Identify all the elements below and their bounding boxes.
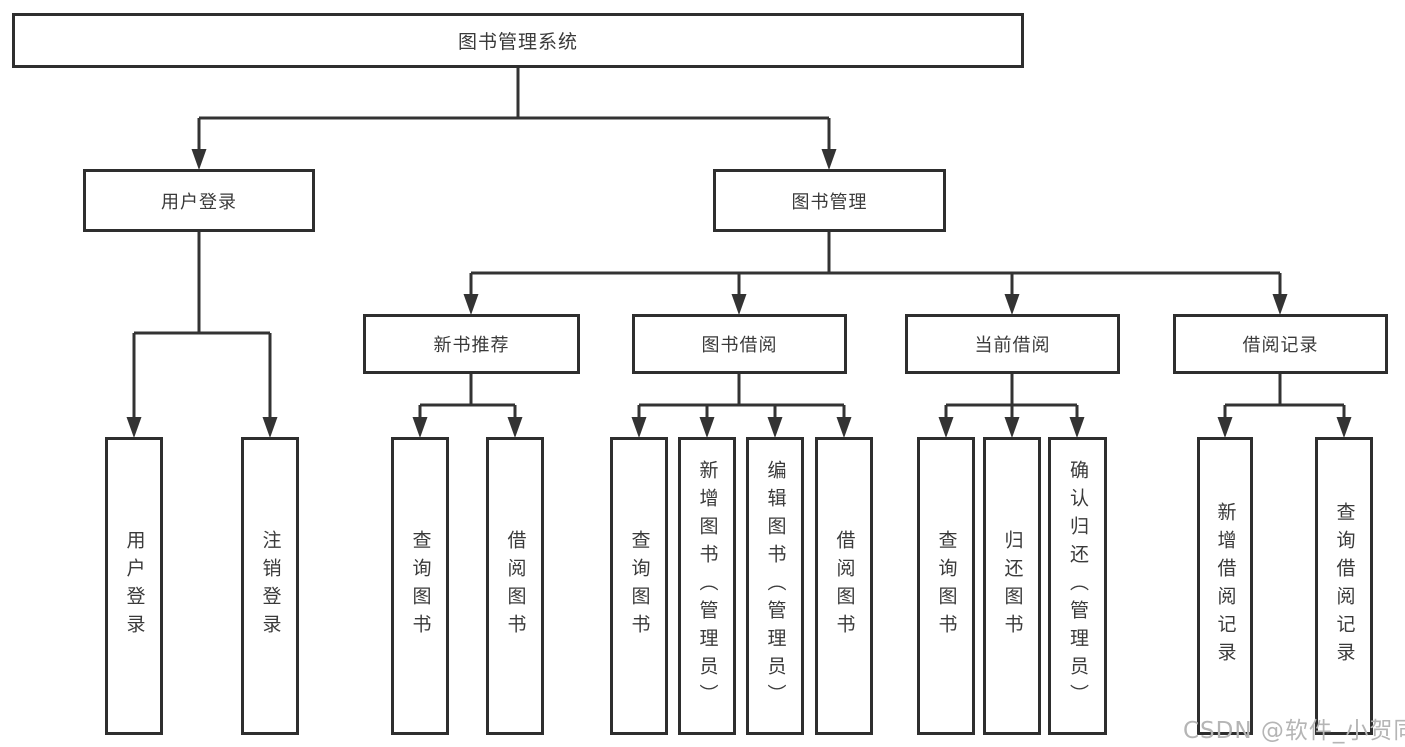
connector-book-borrow-to-leaves	[637, 374, 846, 423]
node-leaf-confirm-return-admin-label: 确认归还（管理员）	[1067, 460, 1089, 712]
connector-root-to-level2	[197, 68, 831, 155]
arrowhead-icon	[1272, 294, 1288, 315]
node-new-book-rec: 新书推荐	[363, 314, 580, 374]
node-leaf-confirm-return-admin: 确认归还（管理员）	[1048, 437, 1107, 735]
watermark: CSDN @软件_小贺同学	[1183, 718, 1405, 744]
arrowhead-icon	[731, 294, 747, 315]
node-leaf-borrow-books-rec: 借阅图书	[486, 437, 544, 735]
node-user-login-label: 用户登录	[161, 191, 237, 213]
node-leaf-add-books-admin-label: 新增图书（管理员）	[696, 460, 719, 712]
node-borrow-records: 借阅记录	[1173, 314, 1388, 374]
node-leaf-edit-books-admin: 编辑图书（管理员）	[746, 437, 804, 735]
arrowhead-icon	[1336, 417, 1352, 438]
node-leaf-query-books-borrow-label: 查询图书	[628, 530, 651, 642]
arrowhead-icon	[1069, 417, 1085, 438]
node-book-mgmt-label: 图书管理	[791, 191, 868, 213]
arrowhead-icon	[699, 417, 715, 438]
node-leaf-user-login: 用户登录	[105, 437, 163, 735]
arrowhead-icon	[1004, 294, 1020, 315]
node-leaf-logout: 注销登录	[241, 437, 299, 735]
node-new-book-rec-label: 新书推荐	[433, 335, 510, 356]
node-book-mgmt: 图书管理	[713, 169, 946, 232]
connector-book-mgmt-to-level3	[469, 232, 1282, 300]
node-leaf-borrow-books: 借阅图书	[815, 437, 873, 735]
arrowhead-icon	[821, 149, 837, 170]
node-leaf-query-books-current-label: 查询图书	[935, 530, 958, 642]
node-leaf-query-borrow-record: 查询借阅记录	[1315, 437, 1373, 735]
node-leaf-query-borrow-record-label: 查询借阅记录	[1333, 502, 1356, 670]
arrowhead-icon	[1217, 417, 1233, 438]
node-current-borrow-label: 当前借阅	[974, 335, 1051, 356]
arrowhead-icon	[463, 294, 479, 315]
connector-user-login-to-leaves	[132, 232, 272, 423]
node-leaf-borrow-books-rec-label: 借阅图书	[504, 530, 527, 642]
arrowhead-icon	[631, 417, 647, 438]
connector-current-borrow-to-leaves	[944, 374, 1079, 423]
node-leaf-query-books-rec: 查询图书	[391, 437, 449, 735]
node-leaf-borrow-books-label: 借阅图书	[833, 530, 856, 642]
connector-new-book-rec-to-leaves	[418, 374, 517, 423]
node-leaf-add-books-admin: 新增图书（管理员）	[678, 437, 736, 735]
node-borrow-records-label: 借阅记录	[1242, 335, 1319, 356]
arrowheads	[126, 149, 1352, 438]
arrowhead-icon	[1004, 417, 1020, 438]
node-leaf-query-books-rec-label: 查询图书	[409, 530, 432, 642]
node-current-borrow: 当前借阅	[905, 314, 1120, 374]
arrowhead-icon	[836, 417, 852, 438]
arrowhead-icon	[126, 417, 142, 438]
connector-borrow-records-to-leaves	[1223, 374, 1346, 423]
arrowhead-icon	[938, 417, 954, 438]
arrowhead-icon	[767, 417, 783, 438]
node-leaf-query-books-current: 查询图书	[917, 437, 975, 735]
arrowhead-icon	[507, 417, 523, 438]
node-leaf-edit-books-admin-label: 编辑图书（管理员）	[764, 460, 787, 712]
node-user-login: 用户登录	[83, 169, 315, 232]
node-leaf-query-books-borrow: 查询图书	[610, 437, 668, 735]
arrowhead-icon	[191, 149, 207, 170]
node-root: 图书管理系统	[12, 13, 1024, 68]
node-leaf-user-login-label: 用户登录	[123, 530, 146, 642]
node-leaf-return-books-label: 归还图书	[1001, 530, 1024, 642]
arrowhead-icon	[262, 417, 278, 438]
node-leaf-add-borrow-record-label: 新增借阅记录	[1214, 502, 1237, 670]
node-book-borrow-label: 图书借阅	[701, 335, 778, 356]
node-book-borrow: 图书借阅	[632, 314, 847, 374]
arrowhead-icon	[412, 417, 428, 438]
node-leaf-return-books: 归还图书	[983, 437, 1041, 735]
connector-paths	[132, 68, 1346, 423]
node-leaf-add-borrow-record: 新增借阅记录	[1197, 437, 1253, 735]
node-root-label: 图书管理系统	[457, 31, 578, 53]
node-leaf-logout-label: 注销登录	[259, 530, 282, 642]
